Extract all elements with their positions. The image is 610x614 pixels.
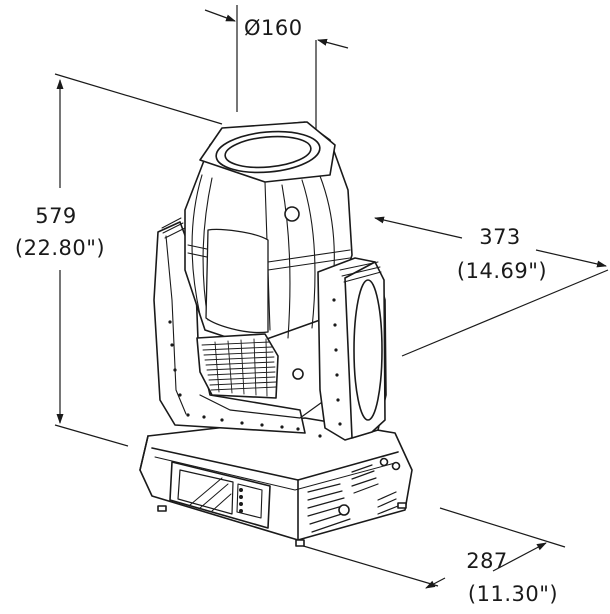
height-inch-label: (22.80") <box>14 236 106 260</box>
dimension-lines <box>54 5 609 589</box>
height-mm-label: 579 <box>35 204 77 228</box>
display-panel <box>169 461 271 529</box>
diameter-dimension <box>204 5 349 138</box>
head <box>184 121 353 419</box>
height-dimension <box>54 73 223 447</box>
width-mm-label: 287 <box>466 549 508 573</box>
yoke-right-arm <box>317 257 387 441</box>
width-dimension <box>299 507 566 589</box>
width-inch-label: (11.30") <box>467 582 559 606</box>
fixture <box>139 121 413 547</box>
base <box>139 417 413 547</box>
diameter-label: Ø160 <box>244 16 303 40</box>
depth-mm-label: 373 <box>479 225 521 249</box>
depth-inch-label: (14.69") <box>456 259 548 283</box>
front-grille <box>196 333 279 399</box>
depth-dimension <box>374 216 609 357</box>
